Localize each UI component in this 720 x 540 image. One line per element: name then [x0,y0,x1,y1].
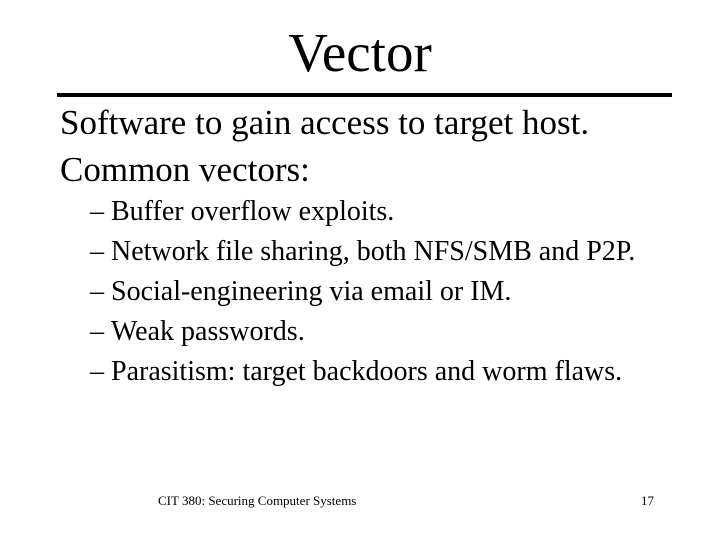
bullet-item: – Network file sharing, both NFS/SMB and… [90,232,635,272]
bullet-text: Buffer overflow exploits. [111,196,395,227]
bullet-item: – Parasitism: target backdoors and worm … [90,352,635,392]
bullet-item: – Buffer overflow exploits. [90,192,635,232]
bullet-dash: – [90,196,104,227]
title-underline [57,93,672,97]
bullet-text: Network file sharing, both NFS/SMB and P… [111,236,636,267]
bullet-list: – Buffer overflow exploits. – Network fi… [90,192,635,392]
bullet-dash: – [90,356,104,387]
slide-page-number: 17 [641,493,654,508]
footer-course-label: CIT 380: Securing Computer Systems [158,493,357,508]
bullet-dash: – [90,276,104,307]
bullet-item: – Weak passwords. [90,312,635,352]
bullet-text: Weak passwords. [111,316,305,347]
body-text-line-1: Software to gain access to target host. [60,103,590,142]
bullet-dash: – [90,236,104,267]
bullet-dash: – [90,316,104,347]
bullet-text: Social-engineering via email or IM. [111,276,512,307]
slide-title: Vector [288,22,432,83]
bullet-item: – Social-engineering via email or IM. [90,272,635,312]
bullet-text: Parasitism: target backdoors and worm fl… [111,356,623,387]
body-text-line-2: Common vectors: [60,150,310,189]
